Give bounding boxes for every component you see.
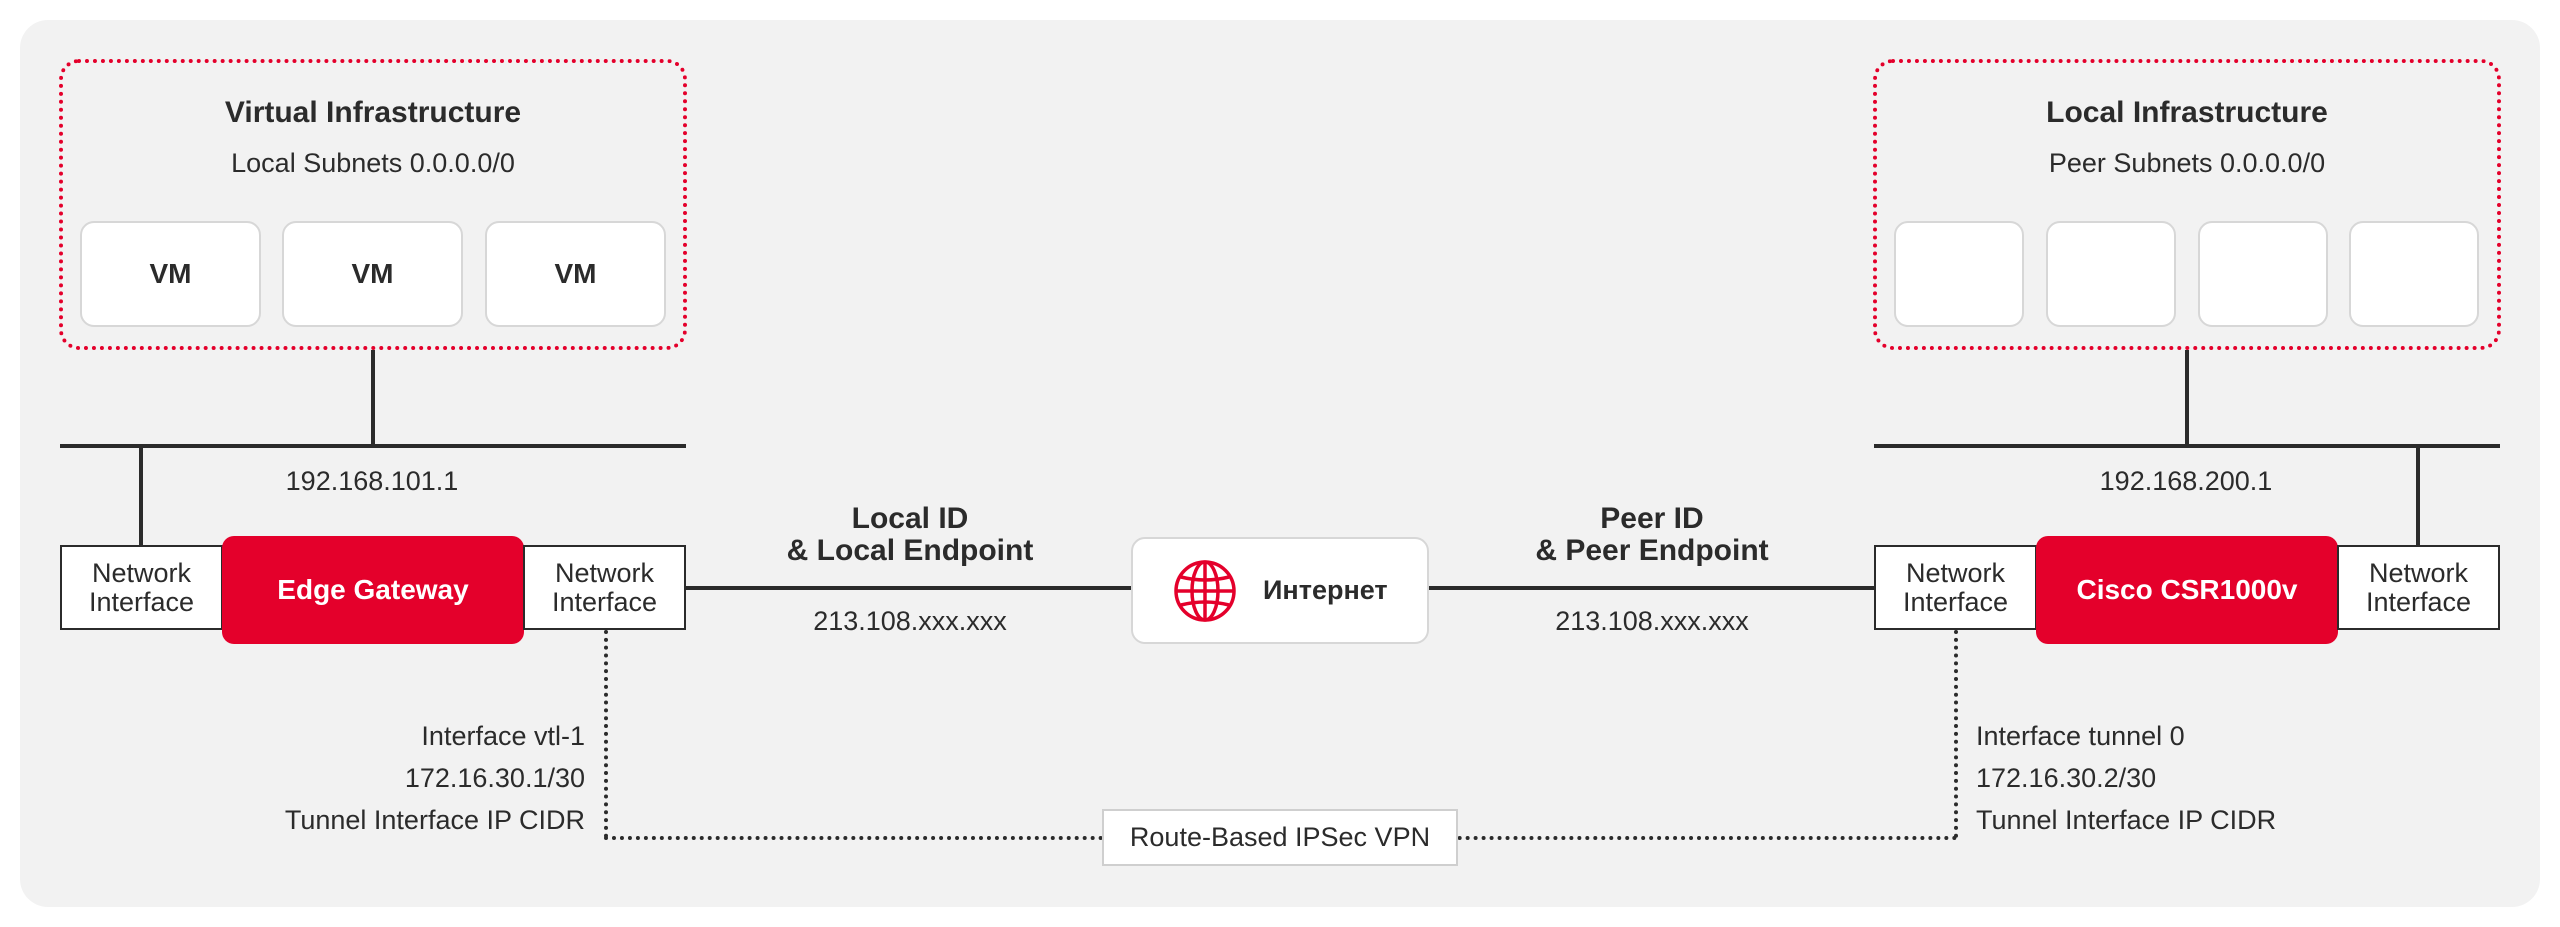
right-tunnel-info: Interface tunnel 0 172.16.30.2/30 Tunnel… xyxy=(1976,715,2396,841)
globe-icon xyxy=(1173,559,1237,623)
connector-line xyxy=(139,446,143,546)
host-box xyxy=(2349,221,2479,327)
internet-label: Интернет xyxy=(1263,575,1388,605)
network-interface-label: Network Interface xyxy=(551,557,658,617)
left-tunnel-info: Interface vtl-1 172.16.30.1/30 Tunnel In… xyxy=(180,715,585,841)
local-infrastructure-group xyxy=(1873,59,2501,350)
peer-lan-ip: 192.168.200.1 xyxy=(2099,466,2273,496)
local-subnets-label: Local Subnets 0.0.0.0/0 xyxy=(231,148,515,178)
peer-lan-bus xyxy=(1874,444,2500,448)
ipsec-vpn-label: Route-Based IPSec VPN xyxy=(1102,809,1458,866)
local-infrastructure-title: Local Infrastructure xyxy=(2046,96,2328,129)
tunnel-interface-ip: 172.16.30.2/30 xyxy=(1976,763,2157,793)
wan-link-right xyxy=(1429,586,1874,590)
host-box xyxy=(2198,221,2328,327)
tunnel-cidr-label: Tunnel Interface IP CIDR xyxy=(1976,805,2277,835)
virtual-infrastructure-group xyxy=(59,59,687,350)
local-id-label: Local ID & Local Endpoint xyxy=(786,502,1034,567)
network-interface: Network Interface xyxy=(1874,545,2037,630)
tunnel-cidr-label: Tunnel Interface IP CIDR xyxy=(284,805,585,835)
peer-id-label: Peer ID & Peer Endpoint xyxy=(1535,502,1769,567)
peer-endpoint-ip: 213.108.xxx.xxx xyxy=(1555,606,1749,636)
cisco-csr1000v: Cisco CSR1000v xyxy=(2036,536,2338,644)
tunnel-interface-ip: 172.16.30.1/30 xyxy=(404,763,585,793)
connector-line xyxy=(2416,446,2420,546)
vm-box: VM xyxy=(485,221,666,327)
network-interface-label: Network Interface xyxy=(1902,557,2009,617)
local-lan-ip: 192.168.101.1 xyxy=(285,466,459,496)
local-lan-bus xyxy=(60,444,686,448)
network-interface-label: Network Interface xyxy=(88,557,195,617)
internet-node: Интернет xyxy=(1131,537,1429,644)
virtual-infrastructure-title: Virtual Infrastructure xyxy=(224,96,522,129)
connector-line xyxy=(2185,350,2189,446)
network-interface: Network Interface xyxy=(523,545,686,630)
tunnel-line-left xyxy=(604,630,608,838)
network-interface: Network Interface xyxy=(2337,545,2500,630)
peer-subnets-label: Peer Subnets 0.0.0.0/0 xyxy=(2048,148,2326,178)
host-box xyxy=(2046,221,2176,327)
diagram-background xyxy=(20,20,2540,907)
vm-box: VM xyxy=(282,221,463,327)
wan-link-left xyxy=(686,586,1132,590)
connector-line xyxy=(371,350,375,446)
tunnel-interface-name: Interface tunnel 0 xyxy=(1976,721,2185,751)
vm-box: VM xyxy=(80,221,261,327)
local-endpoint-ip: 213.108.xxx.xxx xyxy=(813,606,1007,636)
network-interface-label: Network Interface xyxy=(2365,557,2472,617)
network-interface: Network Interface xyxy=(60,545,223,630)
tunnel-interface-name: Interface vtl-1 xyxy=(421,721,585,751)
tunnel-line-right xyxy=(1954,630,1958,838)
edge-gateway: Edge Gateway xyxy=(222,536,524,644)
host-box xyxy=(1894,221,2024,327)
